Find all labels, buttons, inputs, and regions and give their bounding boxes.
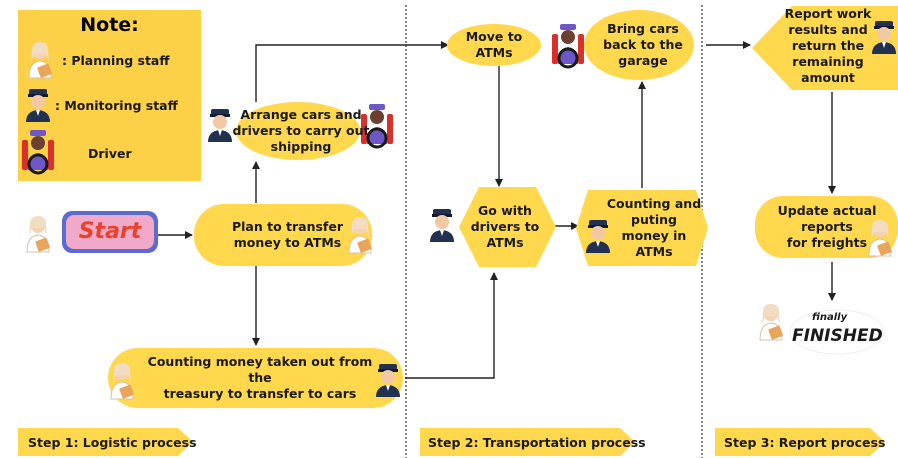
- step2-banner: [420, 428, 635, 456]
- finished-badge: [789, 309, 885, 355]
- legend-title: Note:: [80, 14, 139, 36]
- move-shape: [447, 24, 541, 66]
- move-label: Move to ATMs: [465, 29, 523, 60]
- planning-staff-icon: [26, 215, 51, 253]
- driver-icon: [550, 22, 586, 69]
- legend-driver-label: Driver: [88, 146, 132, 161]
- finished-main-label: FINISHED: [792, 326, 883, 346]
- counting-put-shape: [576, 190, 708, 266]
- counting-treasury-label: Counting money taken out from the treasu…: [147, 354, 373, 401]
- report-shape: [752, 6, 898, 90]
- start-label: Start: [78, 219, 142, 244]
- legend-planning-label: : Planning staff: [62, 53, 170, 68]
- update-label: Update actual reports for freights: [777, 203, 877, 250]
- arrange-shape: [236, 102, 360, 160]
- go-with-shape: [459, 187, 556, 267]
- step1-label: Step 1: Logistic process: [28, 435, 197, 450]
- arrange-label: Arrange cars and drivers to carry out sh…: [232, 107, 370, 154]
- legend-monitoring-label: : Monitoring staff: [55, 98, 178, 113]
- monitoring-staff-icon: [430, 209, 454, 242]
- go-with-label: Go with drivers to ATMs: [470, 203, 540, 250]
- plan-shape: [194, 204, 372, 266]
- planning-staff-icon: [759, 303, 784, 341]
- update-shape: [755, 196, 898, 258]
- report-label: Report work results and return the remai…: [784, 6, 872, 85]
- step2-label: Step 2: Transportation process: [428, 435, 646, 450]
- finished-top-label: finally: [812, 312, 848, 323]
- counting-put-label: Counting and puting money in ATMs: [606, 196, 702, 259]
- plan-label: Plan to transfer money to ATMs: [231, 219, 344, 250]
- step3-banner: [715, 428, 885, 456]
- step1-banner: [18, 428, 193, 456]
- bring-back-shape: [584, 10, 694, 80]
- counting-treasury-shape: [108, 348, 403, 408]
- bring-back-label: Bring cars back to the garage: [603, 21, 683, 68]
- monitoring-staff-icon: [208, 109, 232, 142]
- step3-label: Step 3: Report process: [724, 435, 886, 450]
